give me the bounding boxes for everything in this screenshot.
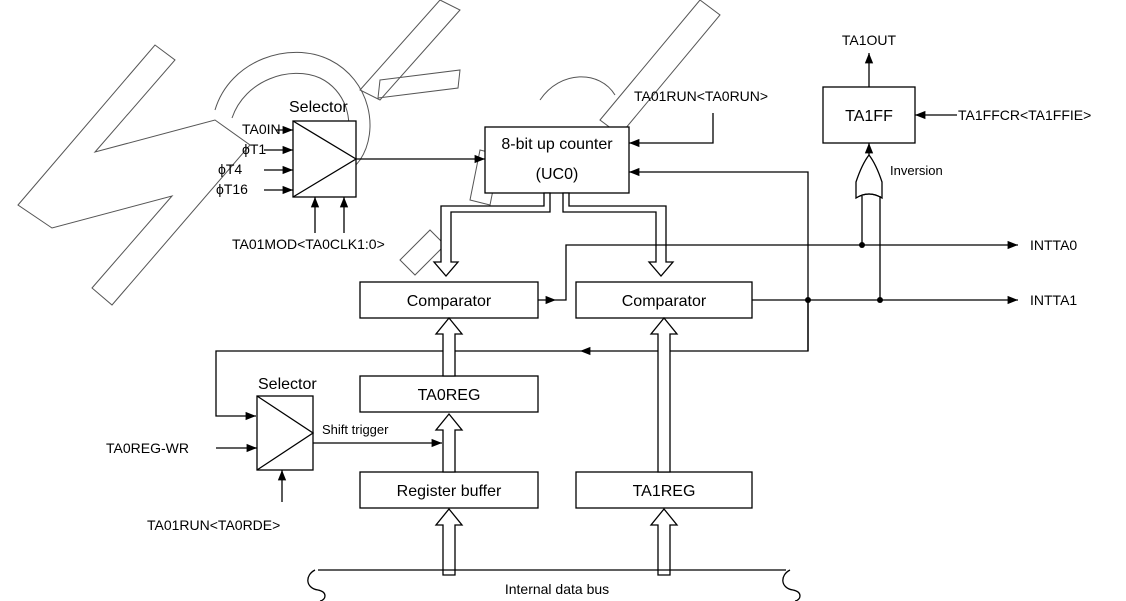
selector-bottom-control: TA01RUN<TA0RDE> — [147, 517, 280, 533]
input-phi-t16: ϕT16 — [216, 181, 248, 197]
selector-top-control: TA01MOD<TA0CLK1:0> — [232, 236, 385, 252]
counter-line1: 8-bit up counter — [501, 136, 613, 153]
flipflop-output: TA1OUT — [842, 32, 897, 48]
interrupt-intta0: INTTA0 — [1030, 237, 1077, 253]
bus-label: Internal data bus — [505, 581, 609, 597]
ta1reg: TA1REG — [633, 483, 696, 500]
registers: TA0REG Register buffer TA1REG — [359, 375, 753, 509]
comparator-0: Comparator — [407, 293, 492, 310]
gate-label: Inversion — [890, 163, 943, 178]
flipflop-block: TA1FF TA1OUT TA1FFCR<TA1FFIE> Inversion — [822, 32, 1091, 300]
input-phi-t4: ϕT4 — [218, 161, 242, 177]
interrupt-intta1: INTTA1 — [1030, 292, 1077, 308]
internal-data-bus: Internal data bus — [307, 569, 801, 601]
register-buffer: Register buffer — [397, 483, 502, 500]
flipflop-control: TA1FFCR<TA1FFIE> — [958, 107, 1091, 123]
counter-run-control: TA01RUN<TA0RUN> — [634, 88, 768, 104]
selector-bottom: Selector TA0REG-WR TA01RUN<TA0RDE> Shift… — [106, 376, 442, 533]
interrupt-lines: INTTA0 INTTA1 — [215, 237, 1077, 421]
input-phi-t1: ϕT1 — [242, 141, 266, 157]
watermark — [17, 0, 721, 306]
comparator-1: Comparator — [622, 293, 707, 310]
selector-top-label: Selector — [289, 99, 348, 116]
selector-bottom-label: Selector — [258, 376, 317, 393]
counter-line2: (UC0) — [536, 166, 579, 183]
counter-buses — [432, 192, 675, 277]
ta0reg: TA0REG — [418, 387, 481, 404]
input-ta0in: TA0IN — [242, 121, 281, 137]
selector-top: Selector TA0IN ϕT1 ϕT4 ϕT16 TA01MOD<TA0C… — [216, 99, 485, 252]
vertical-buses — [434, 316, 679, 576]
counter-block: 8-bit up counter (UC0) TA01RUN<TA0RUN> — [484, 88, 809, 351]
flipflop-label: TA1FF — [845, 108, 893, 125]
selector-bottom-input: TA0REG-WR — [106, 440, 189, 456]
shift-trigger-label: Shift trigger — [322, 422, 389, 437]
